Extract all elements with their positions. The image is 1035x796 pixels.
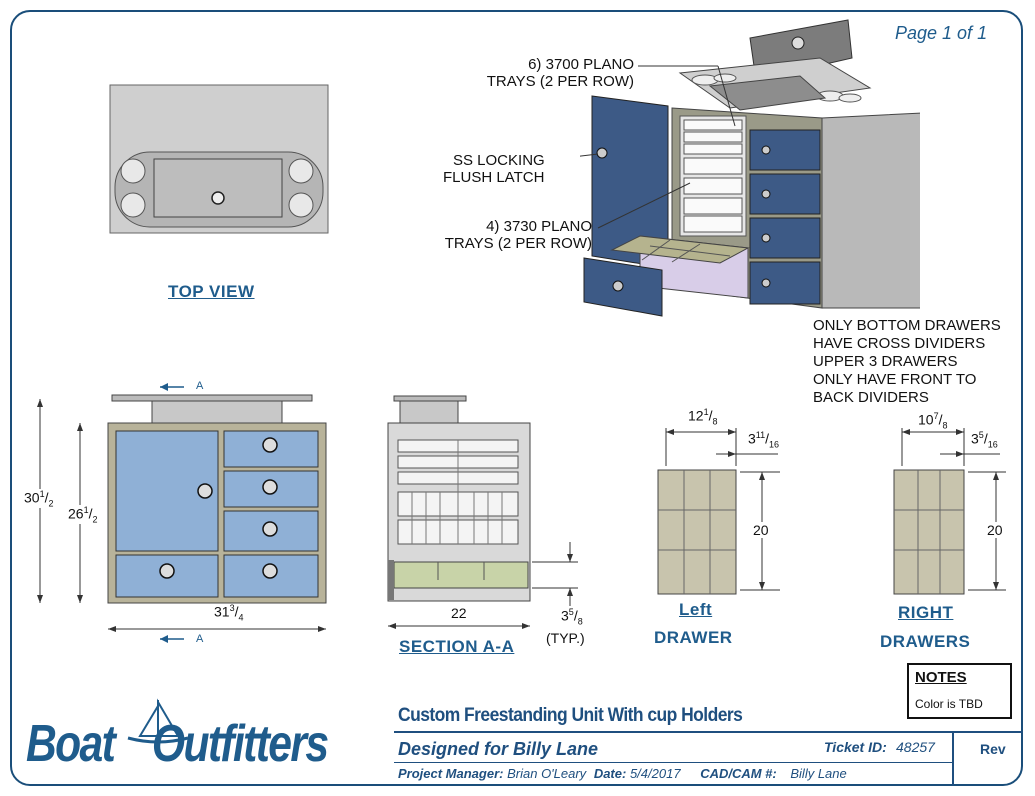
cad-label: CAD/CAM #: xyxy=(700,766,777,781)
pm-value: Brian O'Leary xyxy=(507,766,587,781)
left-drawer-label-2: DRAWER xyxy=(654,628,733,647)
logo-word-boat: Boat xyxy=(26,715,116,773)
dim-left-drawer-depth: 20 xyxy=(753,522,769,538)
date-label: Date: xyxy=(593,766,627,781)
dim-typ: (TYP.) xyxy=(546,630,585,646)
callout-3700-trays-line1: 6) 3700 PLANO xyxy=(528,56,634,73)
right-drawers-label-2: DRAWERS xyxy=(880,632,971,651)
cad-value: Billy Lane xyxy=(790,766,847,781)
dividers-note: ONLY BOTTOM DRAWERS HAVE CROSS DIVIDERS … xyxy=(813,317,1001,407)
dim-right-drawer-offset: 35/16 xyxy=(971,430,998,450)
section-view-label: SECTION A-A xyxy=(399,637,515,656)
dim-drawer-height: 35/8 xyxy=(561,607,583,627)
isometric-view-drawing xyxy=(580,19,920,317)
ticket-value: 48257 xyxy=(896,739,935,755)
pm-label: Project Manager: xyxy=(398,766,504,781)
date-value: 5/4/2017 xyxy=(629,766,681,781)
callout-latch-line1: SS LOCKING xyxy=(453,152,545,169)
dividers-note-line: ONLY BOTTOM DRAWERS xyxy=(813,317,1001,334)
top-view-label: TOP VIEW xyxy=(168,282,255,301)
callout-latch-line2: FLUSH LATCH xyxy=(443,169,545,186)
left-drawer-drawing xyxy=(657,428,780,595)
dim-width: 313/4 xyxy=(214,603,244,623)
boat-logo-icon xyxy=(127,698,189,744)
dividers-note-line: ONLY HAVE FRONT TO xyxy=(813,371,977,388)
logo-word-outfitters: Outfitters xyxy=(151,715,329,773)
section-marker-bottom: A xyxy=(196,633,204,645)
ticket-label: Ticket ID: xyxy=(824,739,887,755)
dividers-note-line: UPPER 3 DRAWERS xyxy=(813,353,958,370)
section-view-drawing xyxy=(387,395,578,629)
section-marker-top: A xyxy=(196,380,204,392)
dim-left-drawer-offset: 311/16 xyxy=(748,430,780,450)
notes-heading: NOTES xyxy=(915,669,967,686)
right-drawers-drawing xyxy=(893,428,1006,595)
drawing-sheet-border xyxy=(10,10,1023,786)
dim-right-drawer-width: 107/8 xyxy=(918,411,948,431)
rev-label: Rev xyxy=(980,741,1006,757)
callout-3700-trays-line2: TRAYS (2 PER ROW) xyxy=(486,73,634,90)
dim-right-drawer-depth: 20 xyxy=(987,522,1003,538)
dividers-note-line: HAVE CROSS DIVIDERS xyxy=(813,335,986,352)
designed-for: Designed for Billy Lane xyxy=(398,739,599,759)
dividers-note-line: BACK DIVIDERS xyxy=(813,389,929,406)
callout-3730-trays-line1: 4) 3730 PLANO xyxy=(486,218,592,235)
drawing-title: Custom Freestanding Unit With cup Holder… xyxy=(398,705,743,726)
dim-overall-height: 301/2 xyxy=(24,489,54,509)
top-view-drawing xyxy=(109,84,329,234)
notes-box: NOTES Color is TBD xyxy=(907,663,1012,719)
dim-left-drawer-width: 121/8 xyxy=(688,407,718,427)
page-label: Page 1 of 1 xyxy=(895,23,988,43)
callout-3730-trays-line2: TRAYS (2 PER ROW) xyxy=(444,235,592,252)
logo: Boat Outfitters xyxy=(12,696,392,782)
title-block-table: Designed for Billy Lane Ticket ID: 48257… xyxy=(394,731,1023,788)
notes-text: Color is TBD xyxy=(915,697,983,711)
dim-body-height: 261/2 xyxy=(68,505,98,525)
dim-depth: 22 xyxy=(451,605,467,621)
left-drawer-label: Left xyxy=(679,600,713,619)
front-view-drawing xyxy=(37,383,327,643)
right-drawers-label: RIGHT xyxy=(898,603,954,622)
